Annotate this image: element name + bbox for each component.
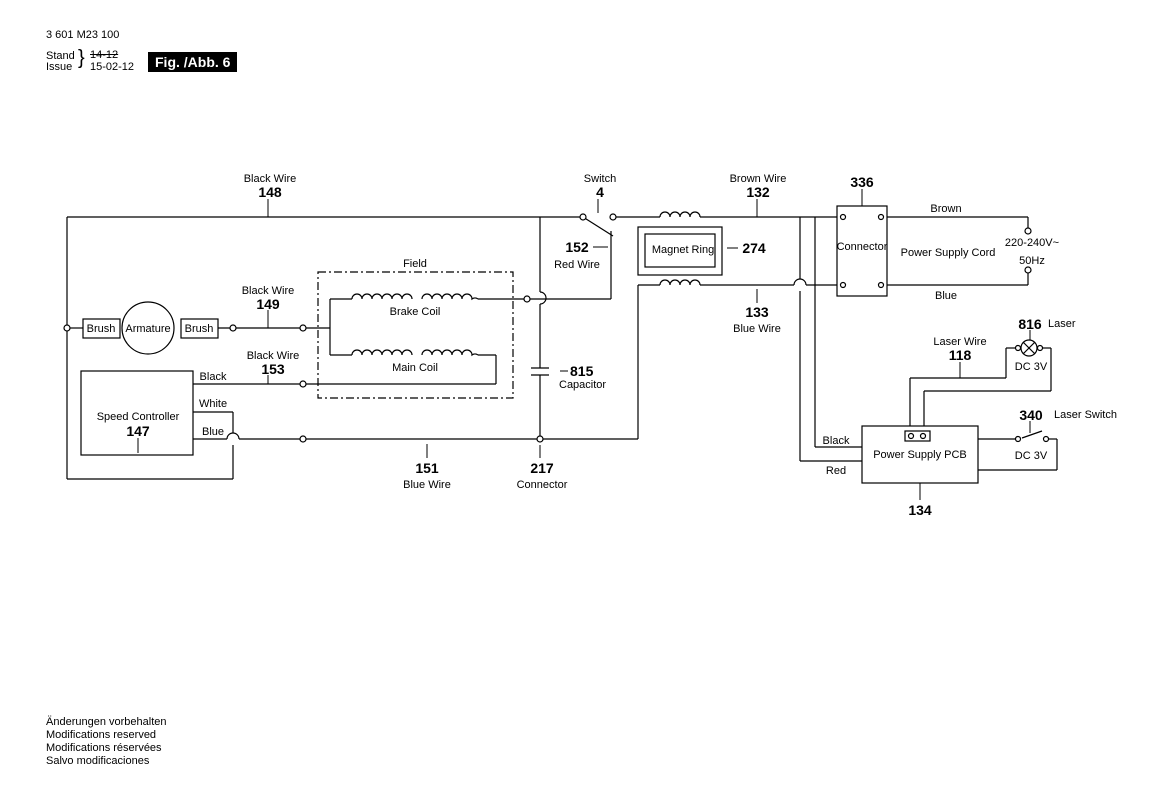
laser-switch-dc-label: DC 3V [1015, 450, 1048, 462]
red-wire-152-number: 152 [565, 239, 589, 255]
speed-controller-black-label: Black [200, 371, 227, 383]
black-wire-153-number: 153 [261, 361, 285, 377]
power-cord-label: Power Supply Cord [901, 247, 996, 259]
switch-title: Switch [584, 173, 616, 185]
brush-left-label: Brush [87, 323, 116, 335]
connector-217-label: Connector [517, 479, 568, 491]
switch-number: 4 [596, 184, 604, 200]
brake-coil-label: Brake Coil [390, 306, 441, 318]
brace: } [78, 47, 85, 69]
blue-wire-133-title: Blue Wire [733, 323, 781, 335]
power-cord-brown-label: Brown [930, 203, 961, 215]
speed-controller-blue-label: Blue [202, 426, 224, 438]
speed-controller-white-label: White [199, 398, 227, 410]
black-wire-148-number: 148 [258, 184, 282, 200]
laser-dc-label: DC 3V [1015, 361, 1048, 373]
brush-right-label: Brush [185, 323, 214, 335]
old-date: 14-12 [90, 49, 119, 61]
capacitor-label: Capacitor [559, 379, 606, 391]
issue-label: Issue [46, 61, 73, 73]
laser-label: Laser [1048, 318, 1076, 330]
field-label: Field [403, 258, 427, 270]
speed-controller-label: Speed Controller [97, 411, 180, 423]
blue-wire-133-number: 133 [745, 304, 769, 320]
black-wire-149-number: 149 [256, 296, 280, 312]
footer-es: Salvo modificaciones [46, 755, 150, 767]
brush-left-box [82, 318, 121, 339]
laser-lamp-icon [1020, 339, 1038, 357]
brown-wire-132-number: 132 [746, 184, 770, 200]
laser-wire-title: Laser Wire [933, 336, 986, 348]
armature-label: Armature [125, 323, 170, 335]
footer-notes: Änderungen vorbehalten Modifications res… [46, 716, 166, 768]
power-cord-frequency: 50Hz [1019, 255, 1045, 267]
inductor-symbols [351, 211, 701, 357]
black-wire-148-title: Black Wire [244, 173, 297, 185]
red-wire-152-title: Red Wire [554, 259, 600, 271]
magnet-ring-number: 274 [742, 240, 766, 256]
figure-label: Fig. /Abb. 6 [148, 52, 238, 72]
connector-217-number: 217 [530, 460, 554, 476]
magnet-ring-inner [644, 233, 716, 268]
capacitor-number: 815 [570, 363, 594, 379]
laser-wire-number: 118 [949, 347, 972, 363]
laser-number: 816 [1018, 316, 1042, 332]
leader-lines [137, 189, 1031, 500]
magnet-ring-label: Magnet Ring [652, 244, 714, 256]
connector-336-box [836, 205, 888, 297]
footer-en: Modifications reserved [46, 729, 157, 741]
brush-right-box [180, 318, 219, 339]
speed-controller-box [80, 370, 194, 456]
footer-fr: Modifications réservées [46, 742, 162, 754]
pcb-red-label: Red [826, 465, 846, 477]
document-number: 3 601 M23 100 [46, 29, 120, 41]
footer-de: Änderungen vorbehalten [46, 716, 167, 728]
wires [66, 216, 1058, 480]
pcb-label: Power Supply PCB [873, 449, 967, 461]
blue-wire-151-title: Blue Wire [403, 479, 451, 491]
pcb-number: 134 [908, 502, 932, 518]
stand-label: Stand [46, 50, 75, 62]
blue-wire-151-number: 151 [415, 460, 439, 476]
armature-circle [121, 301, 175, 355]
main-coil-label: Main Coil [392, 362, 438, 374]
laser-switch-number: 340 [1019, 407, 1043, 423]
pcb-laser-terminal [904, 430, 931, 442]
connector-336-label: Connector [837, 241, 888, 253]
field-boundary [317, 271, 514, 399]
pcb-black-label: Black [823, 435, 850, 447]
power-cord-voltage: 220-240V~ [1005, 237, 1059, 249]
speed-controller-number: 147 [126, 423, 150, 439]
laser-switch-label: Laser Switch [1054, 409, 1117, 421]
brown-wire-132-title: Brown Wire [730, 173, 787, 185]
black-wire-153-title: Black Wire [247, 350, 300, 362]
terminals [63, 213, 1050, 443]
new-date: 15-02-12 [90, 61, 135, 73]
connector-336-number: 336 [850, 174, 874, 190]
power-cord-blue-label: Blue [935, 290, 957, 302]
component-boxes [80, 205, 979, 484]
black-wire-149-title: Black Wire [242, 285, 295, 297]
